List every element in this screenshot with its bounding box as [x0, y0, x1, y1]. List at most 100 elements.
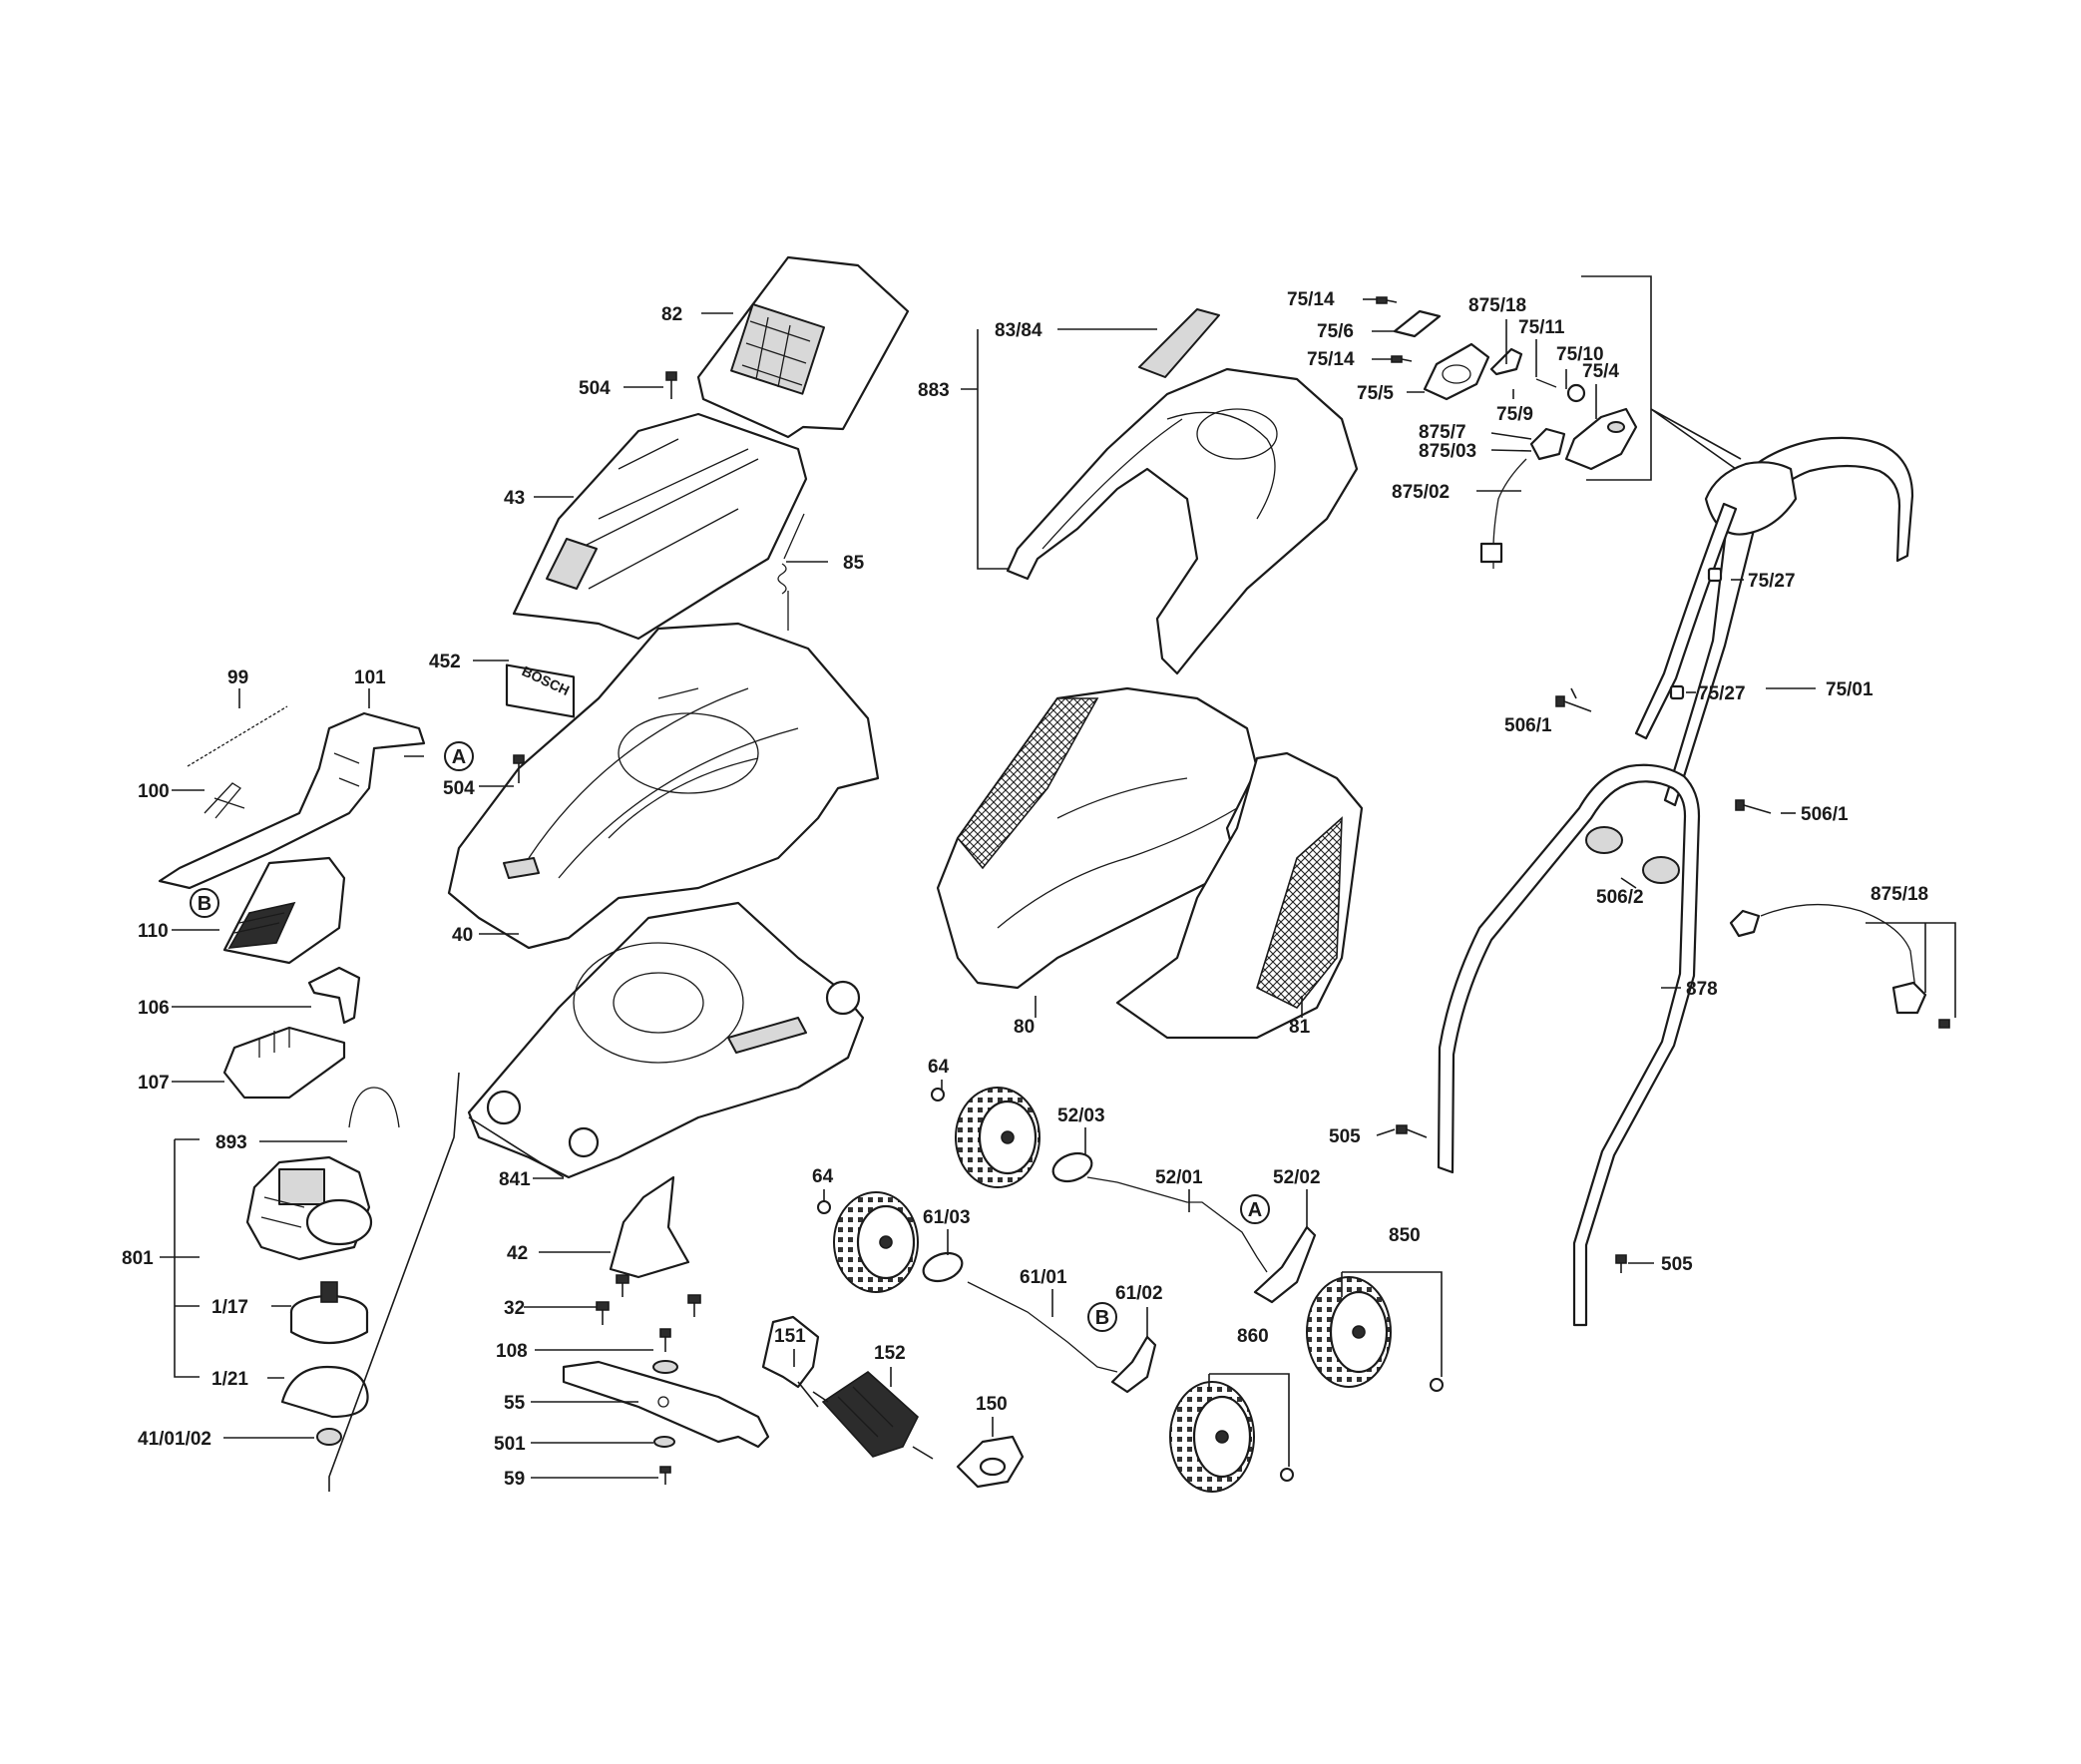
part-43-upper-housing: [512, 412, 808, 641]
label-106: 106: [138, 998, 170, 1019]
label-8757: 875/7: [1419, 422, 1466, 443]
part-883-top-cover: [1006, 367, 1359, 675]
label-756: 75/6: [1317, 321, 1354, 342]
label-504: 504: [579, 378, 611, 399]
label-87503: 875/03: [1419, 441, 1476, 462]
part-6102-height-lever: [1110, 1335, 1157, 1394]
part-81-grass-box-outer: [1115, 751, 1364, 1040]
part-110-indicator-housing: [222, 856, 346, 965]
left-parts-group: BOSCH: [158, 255, 1025, 1489]
part-754-cover: [1564, 407, 1638, 471]
label-501: 501: [494, 1434, 526, 1455]
label-64-2: 64: [812, 1166, 834, 1187]
label-42: 42: [507, 1243, 528, 1264]
right-parts-group: [1376, 296, 1950, 1327]
part-150-end-cap: [956, 1435, 1025, 1489]
label-55: 55: [504, 1393, 526, 1414]
part-5062-knob-1: [1585, 826, 1623, 854]
part-801-motor: [245, 1155, 373, 1261]
label-410102: 41/01/02: [138, 1429, 211, 1450]
part-8384-grip: [1138, 308, 1220, 378]
part-7527-nut-1: [1707, 567, 1723, 583]
part-410102-washer: [316, 1428, 342, 1446]
label-82: 82: [661, 304, 682, 325]
part-878-lower-handle: [1437, 763, 1701, 1327]
label-801: 801: [122, 1248, 154, 1269]
part-64-clip-2: [817, 1200, 831, 1214]
part-151-bracket: [761, 1315, 820, 1408]
label-841: 841: [499, 1169, 531, 1190]
part-107-tray: [222, 1026, 346, 1100]
label-107: 107: [138, 1073, 170, 1094]
label-893: 893: [215, 1132, 247, 1153]
label-64: 64: [928, 1057, 950, 1078]
part-755-switch-housing: [1423, 342, 1490, 401]
label-5061-2: 506/1: [1801, 804, 1849, 825]
part-5061-bolt-1: [1555, 695, 1592, 712]
label-6103: 61/03: [923, 1207, 971, 1228]
part-5062-knob-2: [1642, 856, 1680, 884]
label-6101: 61/01: [1020, 1267, 1067, 1288]
label-759: 75/9: [1496, 404, 1533, 425]
part-6101-axle: [967, 1281, 1118, 1373]
part-7514-screw-1: [1376, 296, 1398, 304]
part-82-cover-lid: [696, 255, 910, 439]
part-504-screw: [665, 371, 677, 399]
label-452: 452: [429, 652, 461, 672]
label-121: 1/21: [211, 1369, 248, 1390]
label-100: 100: [138, 781, 170, 802]
callout-a-lever: A: [444, 741, 474, 771]
part-106-flap-lever: [307, 966, 361, 1025]
label-99: 99: [227, 667, 248, 688]
part-860-rear-wheel: [1169, 1381, 1294, 1493]
part-152-roller: [812, 1370, 934, 1460]
label-5202: 52/02: [1273, 1167, 1321, 1188]
part-121-belt: [280, 1365, 369, 1419]
part-64-clip-1: [931, 1088, 945, 1102]
part-42-deflector: [609, 1175, 690, 1279]
part-front-wheel-1: [955, 1087, 1040, 1188]
label-110: 110: [138, 921, 169, 942]
part-452-badge: BOSCH: [505, 662, 576, 718]
label-850: 850: [1389, 1225, 1421, 1246]
label-505: 505: [1329, 1126, 1361, 1147]
part-85-spring: [777, 513, 805, 631]
label-117: 1/17: [211, 1297, 248, 1318]
callout-b-text: B: [198, 893, 211, 915]
leader-lines: [160, 275, 1956, 1492]
label-7527: 75/27: [1748, 571, 1796, 592]
center-parts-group: [817, 308, 1444, 1493]
callout-a-text: A: [452, 746, 466, 768]
part-5202-height-lever: [1253, 1225, 1317, 1304]
label-5061: 506/1: [1504, 715, 1552, 736]
label-151: 151: [774, 1326, 806, 1347]
label-43: 43: [504, 488, 525, 509]
part-756-cover: [1393, 309, 1442, 338]
label-860: 860: [1237, 1326, 1269, 1347]
label-504-2: 504: [443, 778, 475, 799]
callout-a-axle: A: [1240, 1194, 1270, 1224]
label-5062: 506/2: [1596, 887, 1644, 908]
part-7511-spring: [1535, 378, 1557, 388]
label-7527-2: 75/27: [1698, 683, 1746, 704]
label-505-2: 505: [1661, 1254, 1693, 1275]
part-505-bolt-1: [1396, 1124, 1428, 1138]
part-7501-upper-handle: [1634, 436, 1914, 807]
callout-b-lever: B: [190, 888, 219, 918]
part-5201-axle: [1086, 1176, 1268, 1273]
label-7501: 75/01: [1826, 679, 1873, 700]
part-59-bolt: [659, 1466, 671, 1485]
label-101: 101: [354, 667, 386, 688]
callout-a2-text: A: [1248, 1199, 1262, 1221]
part-front-wheel-2: [833, 1191, 919, 1293]
label-7511: 75/11: [1518, 317, 1565, 338]
part-6103-bushing: [922, 1251, 964, 1283]
part-7510-button: [1566, 383, 1586, 403]
part-841-lower-deck: [467, 901, 865, 1179]
part-893-bracket: [348, 1087, 400, 1128]
part-7527-nut-2: [1669, 684, 1685, 700]
part-8757-terminal: [1529, 427, 1566, 461]
part-7514-screw-2: [1391, 355, 1413, 363]
label-754: 75/4: [1582, 361, 1619, 382]
label-80: 80: [1014, 1017, 1035, 1038]
